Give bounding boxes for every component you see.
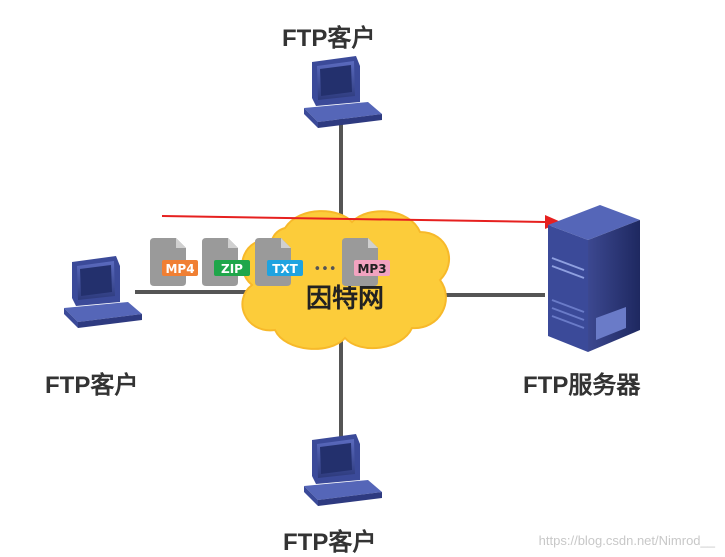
left-client-computer-icon xyxy=(64,256,142,328)
file-ellipsis: ••• xyxy=(313,262,336,277)
svg-text:MP3: MP3 xyxy=(357,262,386,276)
bottom-client-label: FTP客户 xyxy=(283,529,377,556)
top-client-label: FTP客户 xyxy=(282,25,376,52)
internet-label: 因特网 xyxy=(306,283,384,314)
file-icons: MP4 ZIP TXT ••• MP3 xyxy=(150,238,390,286)
watermark: https://blog.csdn.net/Nimrod__ xyxy=(538,533,715,548)
svg-text:MP4: MP4 xyxy=(165,262,194,276)
file-mp4-icon: MP4 xyxy=(150,238,198,286)
server-icon xyxy=(548,205,640,352)
file-zip-icon: ZIP xyxy=(202,238,250,286)
server-label: FTP服务器 xyxy=(523,372,641,399)
bottom-client-computer-icon xyxy=(304,434,382,506)
svg-text:ZIP: ZIP xyxy=(221,262,243,276)
top-client-computer-icon xyxy=(304,56,382,128)
svg-text:TXT: TXT xyxy=(272,262,298,276)
left-client-label: FTP客户 xyxy=(45,372,139,399)
file-txt-icon: TXT xyxy=(255,238,303,286)
file-mp3-icon: MP3 xyxy=(342,238,390,286)
